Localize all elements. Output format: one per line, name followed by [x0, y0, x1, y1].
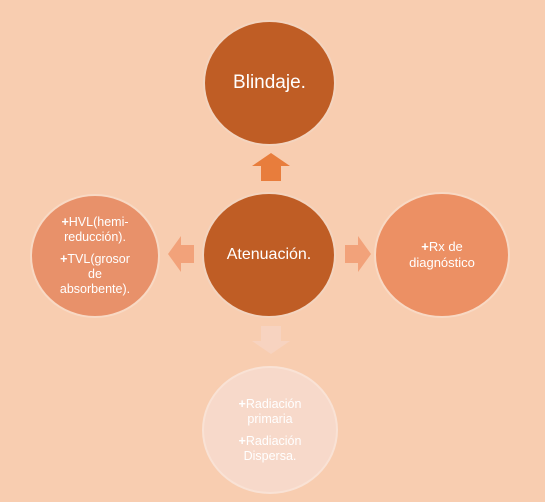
item-text: Dispersa.	[243, 448, 297, 463]
item-text: absorbente).	[59, 282, 131, 296]
arrow-up-icon	[252, 153, 290, 181]
item-text: Rx de	[428, 239, 463, 255]
node-hvl-tvl: +HVL(hemi- reducción). +TVL(grosor de ab…	[30, 194, 160, 318]
item-text: de	[88, 267, 102, 281]
item-text: Radiación	[245, 396, 302, 411]
item-text: primaria	[247, 411, 293, 426]
node-blindaje: Blindaje.	[203, 20, 336, 146]
node-item: +TVL(grosor de absorbente).	[60, 252, 130, 297]
arrow-left-icon	[168, 236, 194, 272]
arrow-right-icon	[345, 236, 371, 272]
node-rx-diagnostico: +Rx de diagnóstico	[374, 192, 510, 318]
node-item: +Radiación Dispersa.	[239, 434, 302, 464]
bullet-icon: +	[238, 433, 246, 448]
item-text: TVL(grosor	[67, 252, 130, 266]
bullet-icon: +	[60, 252, 68, 266]
bullet-icon: +	[61, 215, 69, 229]
node-radiacion: +Radiación primaria +Radiación Dispersa.	[202, 366, 338, 494]
item-text: diagnóstico	[409, 255, 475, 270]
item-text: reducción).	[64, 230, 126, 244]
node-atenuacion-label: Atenuación.	[226, 246, 312, 263]
bullet-icon: +	[238, 396, 246, 411]
node-atenuacion: Atenuación.	[202, 192, 336, 318]
bullet-icon: +	[421, 239, 429, 255]
item-text: Radiación	[245, 433, 302, 448]
node-blindaje-label: Blindaje.	[233, 72, 306, 93]
node-item: +Rx de diagnóstico	[409, 239, 475, 270]
arrow-down-icon	[252, 326, 290, 354]
node-item: +Radiación primaria	[239, 397, 302, 427]
item-text: HVL(hemi-	[68, 215, 129, 229]
node-item: +HVL(hemi- reducción).	[61, 215, 128, 245]
